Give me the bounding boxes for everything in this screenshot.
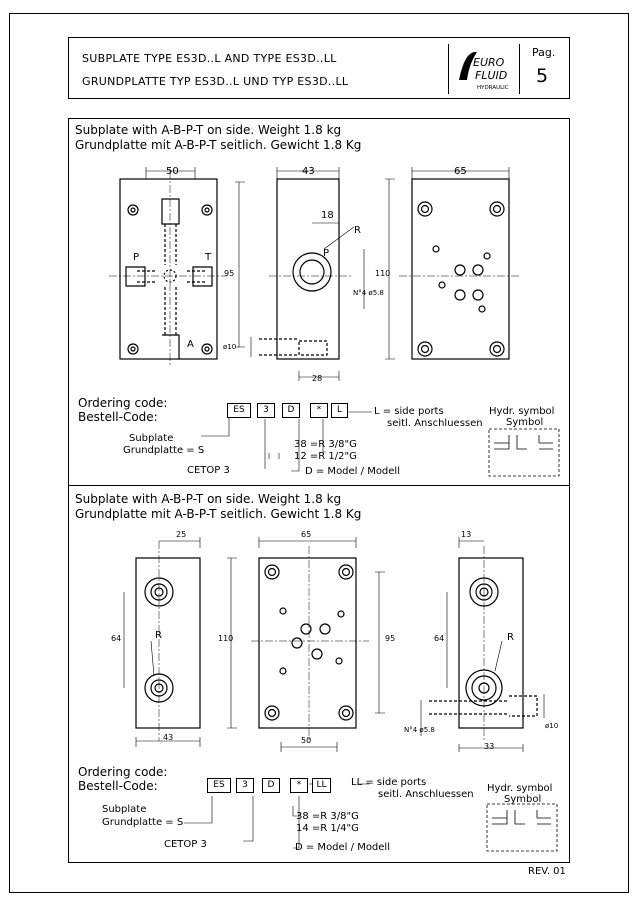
code-box-es: ES — [227, 403, 251, 418]
code-box-d: D — [282, 403, 300, 418]
hydr-symbol-sub: Symbol — [506, 417, 544, 428]
suffix-de: seitl. Anschluessen — [378, 789, 474, 800]
dim-50: 50 — [166, 166, 179, 177]
dim-d10: ø10 — [545, 722, 559, 730]
dim-110: 110 — [218, 634, 234, 643]
plate-center-view — [258, 557, 357, 729]
section2-drawing — [123, 537, 558, 852]
port-p: P — [133, 252, 140, 263]
dim-18: 18 — [321, 210, 334, 221]
code-box-ll: LL — [312, 778, 331, 793]
dim-95: 95 — [385, 634, 396, 643]
dim-holes: N°4 ø5.8 — [404, 726, 435, 734]
eurofluid-logo: EURO FLUID HYDRAULIC — [455, 44, 517, 94]
hydraulic-symbol — [488, 428, 560, 477]
hydraulic-symbol — [486, 803, 558, 852]
code-box-3: 3 — [236, 778, 254, 793]
radius-right: R — [507, 632, 514, 643]
logo-text-3: HYDRAULIC — [477, 85, 509, 91]
dim-d10: ø10 — [223, 343, 237, 351]
radius-left: R — [155, 630, 162, 641]
page-frame — [9, 13, 629, 893]
suffix-en: LL = side ports — [351, 777, 427, 788]
dim-64: 64 — [111, 634, 122, 643]
dim-110: 110 — [375, 269, 391, 278]
page-number: 5 — [536, 65, 549, 87]
plate-side-view — [276, 178, 340, 360]
section-side-ports-ll: Subplate with A-B-P-T on side. Weight 1.… — [68, 486, 570, 863]
dim-65: 65 — [454, 166, 467, 177]
code-box-l: L — [331, 403, 348, 418]
suffix-en: L = side ports — [374, 406, 444, 417]
dim-43: 43 — [302, 166, 315, 177]
dim-33: 33 — [484, 742, 495, 751]
dim-43: 43 — [163, 733, 174, 742]
subplate-en: Subplate — [102, 804, 147, 815]
section2-title-en: Subplate with A-B-P-T on side. Weight 1.… — [75, 492, 342, 506]
title-block: SUBPLATE TYPE ES3D..L AND TYPE ES3D..LL … — [68, 37, 570, 99]
page-label: Pag. — [532, 46, 556, 59]
model: D = Model / Modell — [305, 466, 400, 477]
port-a: A — [187, 339, 194, 350]
subplate-de: Grundplatte = S — [123, 445, 205, 456]
logo-text-1: EURO — [473, 56, 505, 69]
suffix-de: seitl. Anschluessen — [387, 418, 483, 429]
thread-1: 38 =R 3/8"G — [294, 439, 357, 450]
section1-drawing — [109, 167, 560, 477]
title-en: SUBPLATE TYPE ES3D..L AND TYPE ES3D..LL — [82, 52, 337, 65]
logo-mark-icon: EURO FLUID HYDRAULIC — [459, 51, 509, 91]
plate-bottom-view — [411, 178, 510, 360]
divider — [519, 44, 520, 94]
dim-95: 95 — [224, 269, 235, 278]
dim-25: 25 — [176, 530, 187, 539]
thread-1: 38 =R 3/8"G — [296, 811, 359, 822]
ordering-label-de: Bestell-Code: — [78, 779, 158, 793]
section-side-ports-l: Subplate with A-B-P-T on side. Weight 1.… — [68, 118, 570, 486]
ordering-label-en: Ordering code: — [78, 396, 168, 410]
plate-right-view — [458, 557, 524, 729]
code-box-es: ES — [207, 778, 231, 793]
subplate-en: Subplate — [129, 433, 174, 444]
hydr-symbol-title: Hydr. symbol — [489, 406, 555, 417]
section1-title-en: Subplate with A-B-P-T on side. Weight 1.… — [75, 123, 342, 137]
ordering-label-en: Ordering code: — [78, 765, 168, 779]
dim-64-right: 64 — [434, 634, 445, 643]
port-p-side: P — [323, 248, 330, 259]
dim-28: 28 — [312, 374, 323, 383]
thread-2: 12 =R 1/2"G — [294, 451, 357, 462]
cetop: CETOP 3 — [164, 839, 207, 850]
section1-title-de: Grundplatte mit A-B-P-T seitlich. Gewich… — [75, 138, 362, 152]
dim-65: 65 — [301, 530, 312, 539]
title-de: GRUNDPLATTE TYP ES3D..L UND TYP ES3D..LL — [82, 75, 349, 88]
code-box-d: D — [262, 778, 280, 793]
cetop: CETOP 3 — [187, 465, 230, 476]
dim-holes: N°4 ø5.8 — [353, 289, 384, 297]
revision-label: REV. 01 — [528, 866, 566, 877]
section2-title-de: Grundplatte mit A-B-P-T seitlich. Gewich… — [75, 507, 362, 521]
plate-top-view — [119, 178, 218, 360]
code-box-3: 3 — [257, 403, 275, 418]
thread-2: 14 =R 1/4"G — [296, 823, 359, 834]
dim-50: 50 — [301, 736, 312, 745]
hydr-symbol-title: Hydr. symbol — [487, 783, 553, 794]
dim-13: 13 — [461, 530, 472, 539]
ordering-label-de: Bestell-Code: — [78, 410, 158, 424]
divider — [448, 44, 449, 94]
hydr-symbol-sub: Symbol — [504, 794, 542, 805]
radius-label: R — [354, 225, 361, 236]
subplate-de: Grundplatte = S — [102, 817, 184, 828]
model: D = Model / Modell — [295, 842, 390, 853]
code-box-star: * — [310, 403, 328, 418]
code-box-star: * — [290, 778, 308, 793]
logo-text-2: FLUID — [475, 69, 507, 82]
plate-left-view — [135, 557, 201, 729]
port-t: T — [205, 252, 212, 263]
